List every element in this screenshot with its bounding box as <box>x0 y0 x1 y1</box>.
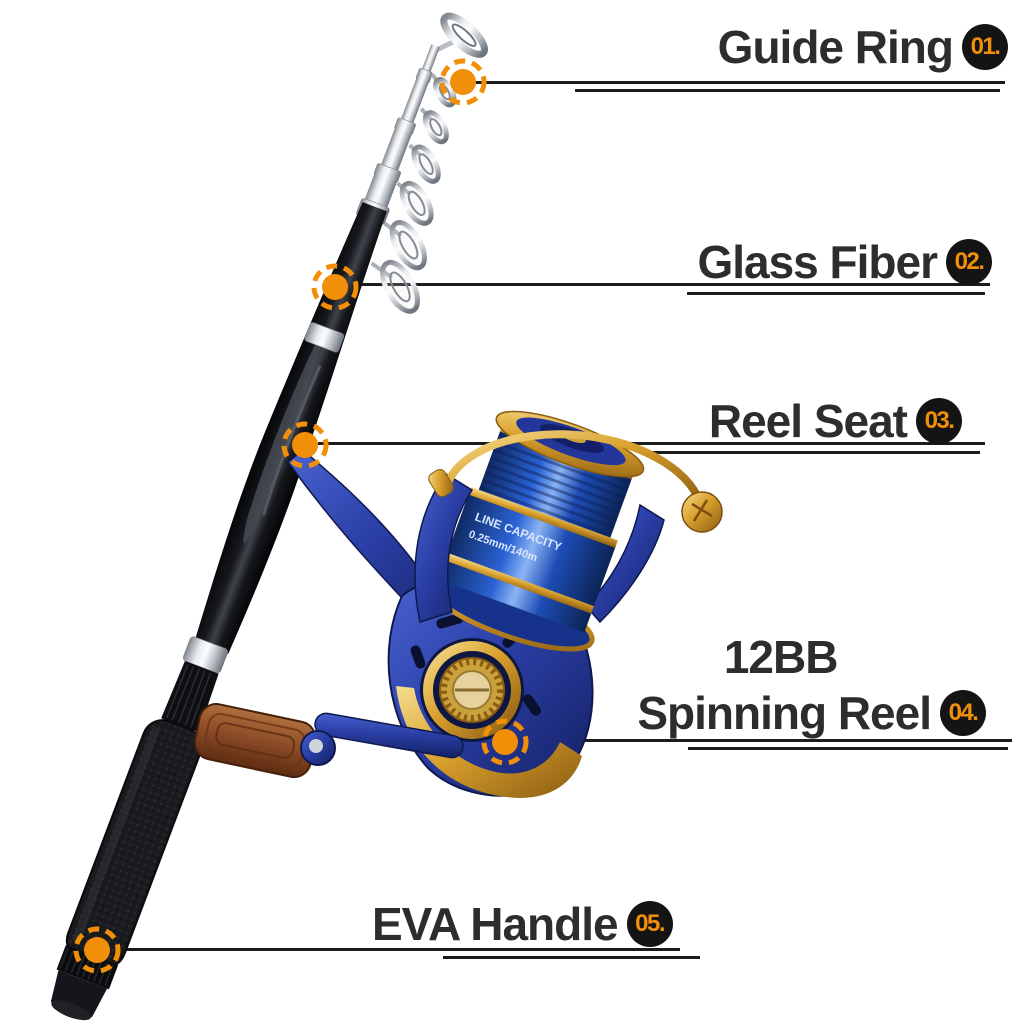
callout-text: Glass Fiber <box>697 236 938 288</box>
callout-marker-01 <box>439 58 487 106</box>
reel-handle <box>193 703 464 779</box>
badge-number: 04. <box>948 699 979 726</box>
callout-line-02b <box>687 292 985 295</box>
callout-marker-05 <box>73 926 121 974</box>
callout-line-02 <box>348 283 990 286</box>
callout-line-04 <box>518 739 1012 742</box>
line-roller <box>428 468 454 498</box>
handle-arm <box>314 712 464 759</box>
badge-number: 03. <box>924 407 955 434</box>
callout-line-05 <box>110 948 680 951</box>
rotor-arm-left <box>414 472 474 623</box>
guide-rings <box>370 73 457 314</box>
handle-axle-washer <box>309 739 323 753</box>
reel-body-gold-belly <box>396 686 582 798</box>
badge-number: 01. <box>970 33 1001 60</box>
callout-line-01b <box>575 89 1000 92</box>
callout-label-eva-handle: EVA Handle 05. <box>372 901 673 947</box>
callout-line-05b <box>443 956 700 959</box>
callout-label-spinning-reel: 12BB Spinning Reel 04. <box>637 634 986 736</box>
rotor-arm-right <box>584 503 665 624</box>
guide-ring <box>380 259 420 314</box>
callout-badge-03: 03. <box>916 398 962 444</box>
callout-label-guide-ring: Guide Ring 01. <box>718 24 1008 70</box>
callout-label-glass-fiber: Glass Fiber 02. <box>697 239 992 285</box>
callout-badge-01: 01. <box>962 24 1008 70</box>
guide-ring <box>399 180 434 226</box>
badge-number: 05. <box>635 910 665 937</box>
callout-badge-02: 02. <box>946 239 992 285</box>
callout-badge-04: 04. <box>940 690 986 736</box>
callout-line-03 <box>318 442 985 445</box>
callout-text: Reel Seat <box>708 395 908 447</box>
guide-ring <box>411 144 441 184</box>
guide-ring <box>389 220 427 271</box>
reel-seat-ring <box>304 322 345 353</box>
handle-knob-wood <box>193 703 317 779</box>
bail-knob <box>681 491 723 533</box>
callout-line-04b <box>688 747 1008 750</box>
callout-marker-02 <box>311 263 359 311</box>
guide-ring <box>422 110 449 145</box>
callout-line-01 <box>474 81 1005 84</box>
badge-number: 02. <box>954 248 985 275</box>
callout-text: Guide Ring <box>717 21 954 73</box>
callout-label-reel-seat: Reel Seat 03. <box>709 398 962 444</box>
callout-text-line1: 12BB <box>723 631 839 683</box>
telescopic-sections <box>362 44 440 215</box>
callout-badge-05: 05. <box>626 901 673 947</box>
callout-text: EVA Handle <box>372 898 619 950</box>
callout-marker-04 <box>481 718 529 766</box>
reel-side-plate <box>420 638 524 742</box>
callout-text-line2: Spinning Reel <box>637 687 932 739</box>
callout-line-03b <box>645 451 980 454</box>
reel-spool: LINE CAPACITY 0.25mm/140m <box>423 410 645 652</box>
bail-arm <box>428 430 723 533</box>
callout-marker-03 <box>281 421 329 469</box>
fishing-rod <box>50 12 488 1021</box>
spinning-reel: LINE CAPACITY 0.25mm/140m <box>193 410 723 798</box>
